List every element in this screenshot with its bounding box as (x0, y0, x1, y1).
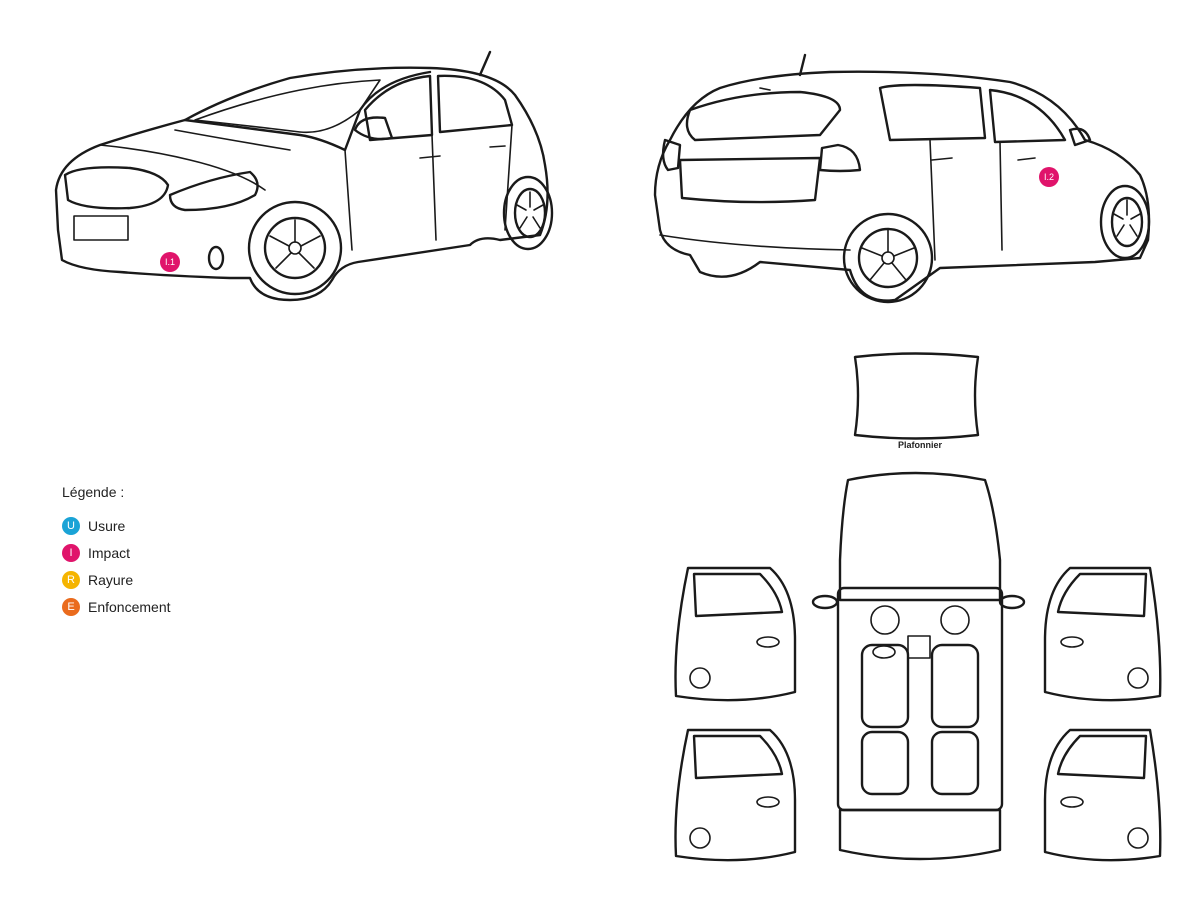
legend-title: Légende : (62, 484, 125, 500)
legend-item-enfoncement: E Enfoncement (62, 593, 171, 620)
legend-label: Usure (88, 517, 126, 534)
damage-marker-impact-2[interactable]: I.2 (1039, 167, 1059, 187)
legend-label: Enfoncement (88, 598, 171, 615)
legend-badge: I (62, 543, 80, 562)
legend-badge: U (62, 516, 80, 535)
legend-item-rayure: R Rayure (62, 566, 171, 593)
ceiling-caption: Plafonnier (897, 440, 942, 450)
legend-badge: E (62, 597, 80, 616)
damage-marker-impact-1[interactable]: I.1 (160, 252, 180, 272)
legend-label: Rayure (88, 571, 134, 588)
legend-item-usure: U Usure (62, 512, 171, 539)
legend-badge: R (62, 570, 80, 589)
legend-item-impact: I Impact (62, 539, 171, 566)
legend-label: Impact (88, 544, 131, 561)
